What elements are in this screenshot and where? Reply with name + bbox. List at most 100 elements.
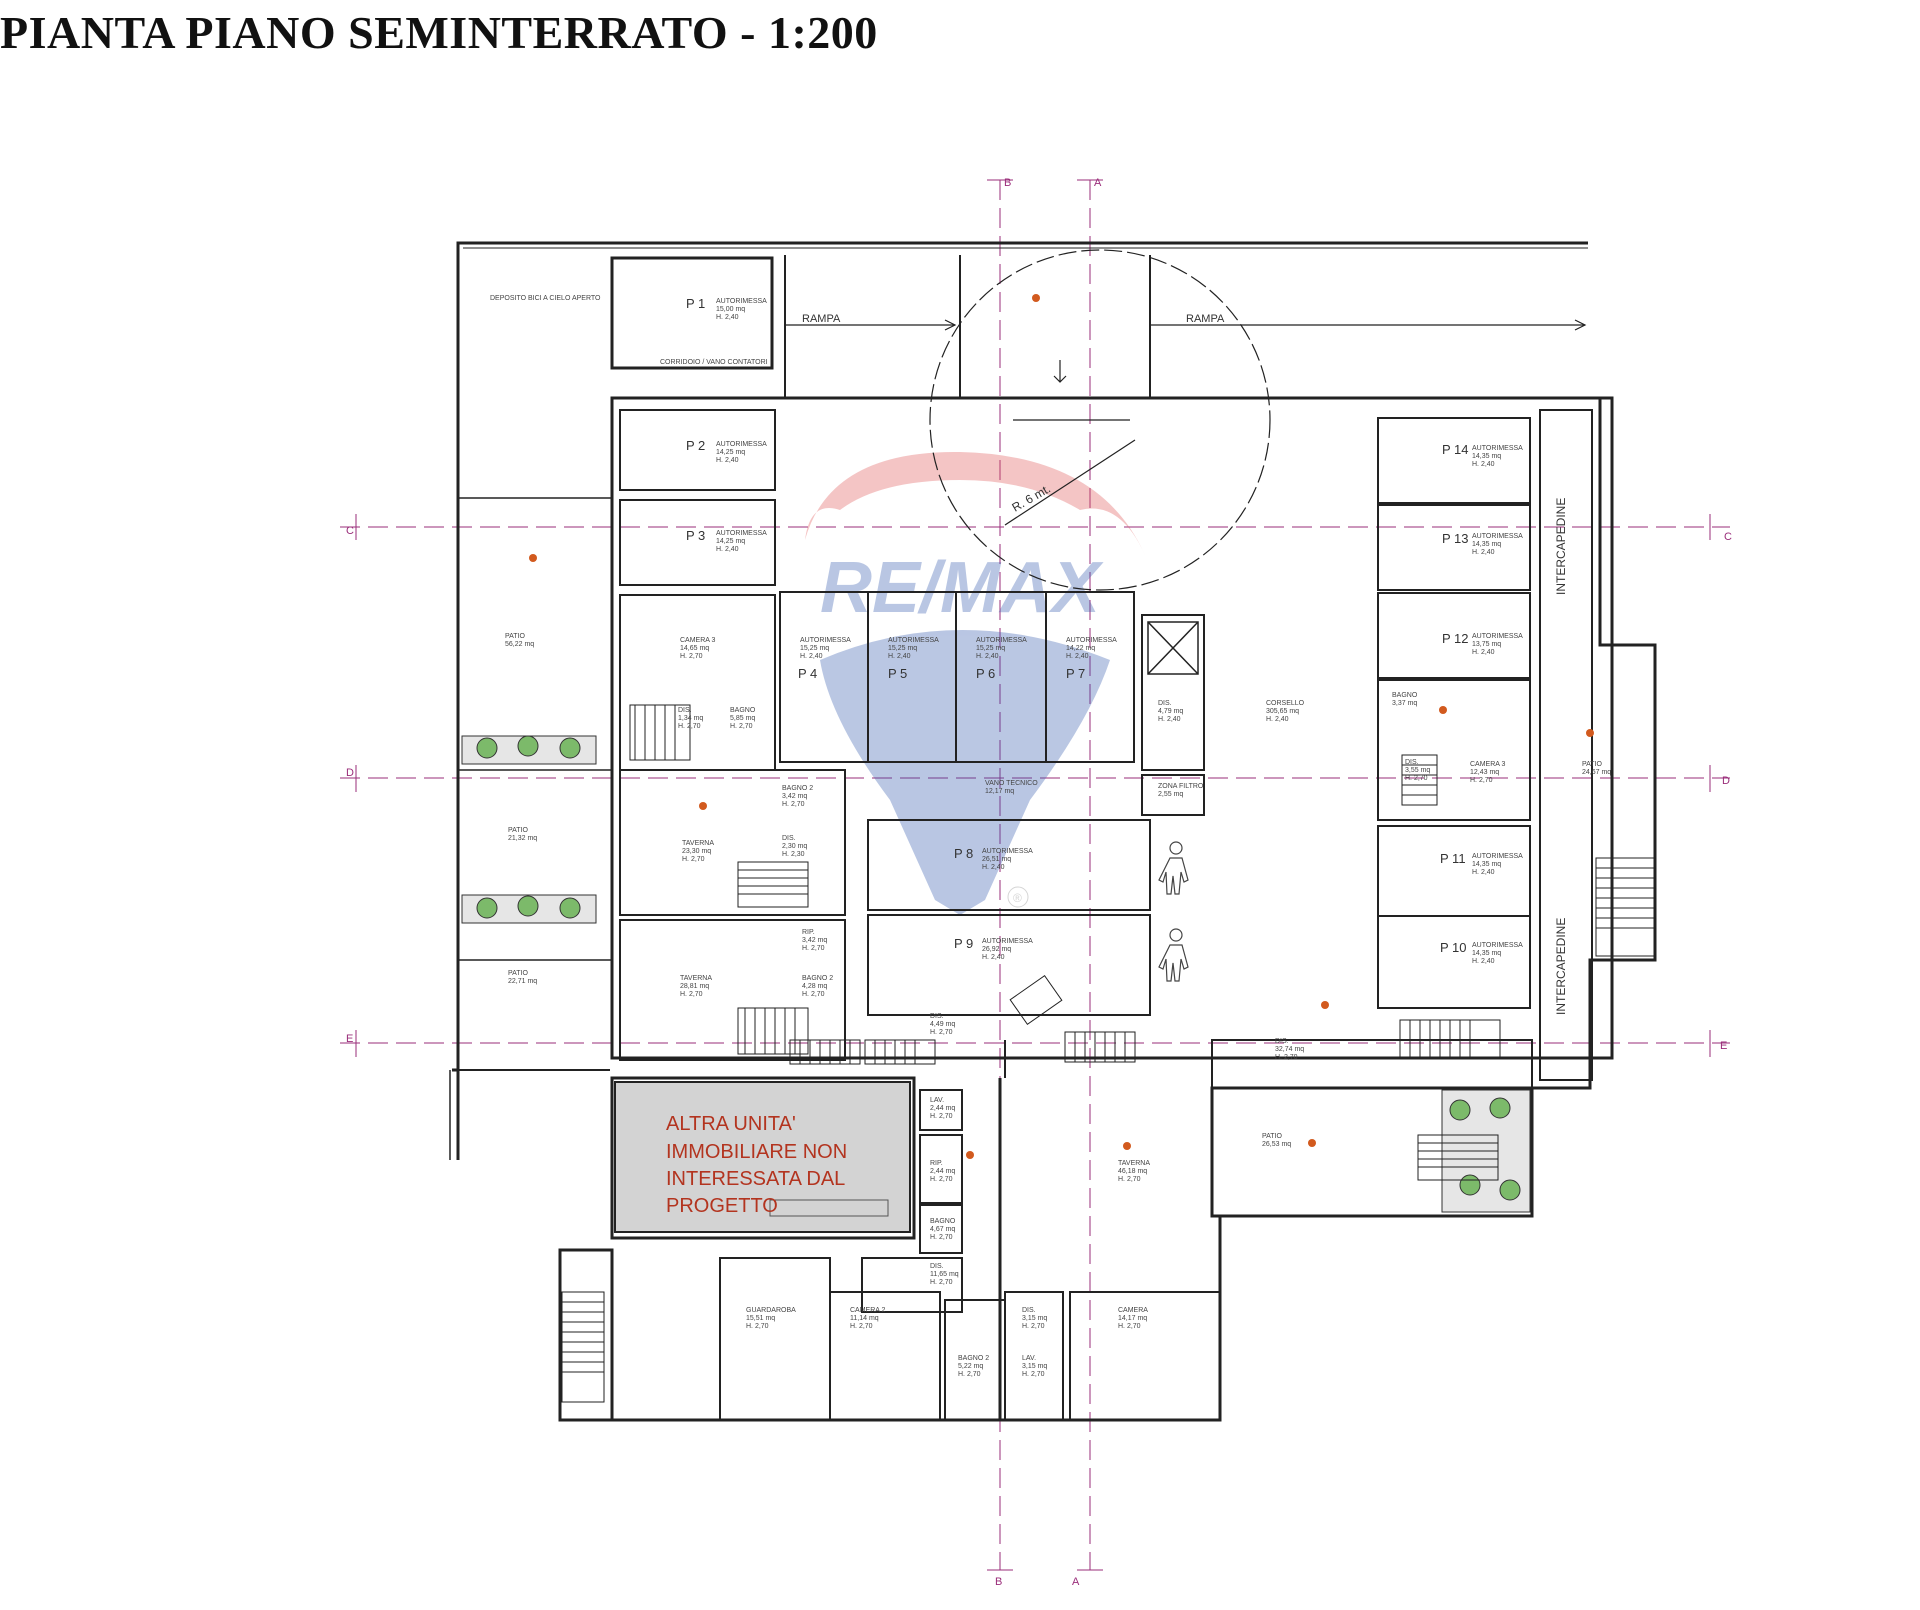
remax-text: RE/MAX [820, 548, 1104, 628]
area-patio4: 24,67 mq [1582, 769, 1611, 776]
label-patio3: PATIO [508, 970, 529, 977]
intercapedine-label-1: INTERCAPEDINE [1554, 498, 1568, 595]
h-camera1: H. 2,70 [1118, 1323, 1141, 1330]
area-p14: 14,35 mq [1472, 453, 1501, 460]
axis-e-left: E [346, 1033, 353, 1045]
area-p6: 15,25 mq [976, 645, 1005, 652]
area-lav1: 2,44 mq [930, 1105, 955, 1112]
page-title: PIANTA PIANO SEMINTERRATO - 1:200 [0, 7, 878, 58]
area-rip2: 2,44 mq [930, 1168, 955, 1175]
area-dis8: 3,15 mq [1022, 1315, 1047, 1322]
area-dis2: 2,30 mq [782, 843, 807, 850]
label-camera2: CAMERA 2 [850, 1307, 886, 1314]
h-p6: H. 2,40 [976, 653, 999, 660]
h-taverna1: H. 2,70 [682, 856, 705, 863]
h-bagno2a: H. 2,70 [782, 801, 805, 808]
label-taverna1: TAVERNA [682, 840, 714, 847]
h-p7: H. 2,40 [1066, 653, 1089, 660]
label-p2: AUTORIMESSA [716, 441, 767, 448]
label-dis5: DIS. [930, 1013, 944, 1020]
axis-a-top: A [1094, 177, 1102, 189]
label-bagno2a: BAGNO 2 [782, 785, 813, 792]
h-rip2: H. 2,70 [930, 1176, 953, 1183]
area-bagno5: 5,22 mq [958, 1363, 983, 1370]
area-camera1: 14,17 mq [1118, 1315, 1147, 1322]
h-dis2: H. 2,30 [782, 851, 805, 858]
label-taverna3: TAVERNA [1118, 1160, 1150, 1167]
area-camera3a: 14,65 mq [680, 645, 709, 652]
label-camera3b: CAMERA 3 [1470, 761, 1506, 768]
h-lav2: H. 2,70 [1022, 1371, 1045, 1378]
label-dis3: DIS. [1158, 700, 1172, 707]
h-camera3b: H. 2,70 [1470, 777, 1493, 784]
area-patio1: 56,22 mq [505, 641, 534, 648]
label-p7: AUTORIMESSA [1066, 637, 1117, 644]
label-bagno1a: BAGNO [730, 707, 756, 714]
area-bagno2a: 3,42 mq [782, 793, 807, 800]
rampa-label-2: RAMPA [1186, 313, 1225, 325]
label-p6: AUTORIMESSA [976, 637, 1027, 644]
label-dis2: DIS. [782, 835, 796, 842]
turning-circle [785, 249, 1587, 591]
label-deposito: DEPOSITO BICI A CIELO APERTO [490, 295, 601, 302]
other-unit-note-1: ALTRA UNITA' [666, 1113, 796, 1135]
level-markers [529, 294, 1594, 1159]
label-rip2: RIP. [930, 1160, 943, 1167]
h-p14: H. 2,40 [1472, 461, 1495, 468]
axis-d-left: D [346, 767, 354, 779]
h-dis1: H. 2,70 [678, 723, 701, 730]
partitions [619, 255, 1593, 1421]
label-p4: AUTORIMESSA [800, 637, 851, 644]
walls [452, 241, 1657, 1422]
area-taverna1: 23,30 mq [682, 848, 711, 855]
label-camera1: CAMERA [1118, 1307, 1148, 1314]
area-p1: 15,00 mq [716, 306, 745, 313]
label-lav1: LAV. [930, 1097, 944, 1104]
label-camera3a: CAMERA 3 [680, 637, 716, 644]
remax-watermark: RE/MAX ® [805, 451, 1145, 915]
axis-c-right: C [1724, 531, 1732, 543]
area-lav2: 3,15 mq [1022, 1363, 1047, 1370]
label-taverna2: TAVERNA [680, 975, 712, 982]
code-p6: P 6 [976, 666, 995, 681]
rampa-label-1: RAMPA [802, 313, 841, 325]
h-guardaroba: H. 2,70 [746, 1323, 769, 1330]
stairs [561, 704, 1657, 1403]
label-p5: AUTORIMESSA [888, 637, 939, 644]
label-bagno2b: BAGNO 2 [802, 975, 833, 982]
label-p9: AUTORIMESSA [982, 938, 1033, 945]
other-unit-note-4: PROGETTO [666, 1195, 778, 1217]
area-p9: 26,92 mq [982, 946, 1011, 953]
code-p14: P 14 [1442, 442, 1469, 457]
axis-b-bottom: B [995, 1576, 1002, 1588]
h-p8: H. 2,40 [982, 864, 1005, 871]
label-rip: RIP. [802, 929, 815, 936]
area-bagno2b: 4,28 mq [802, 983, 827, 990]
code-p3: P 3 [686, 528, 705, 543]
area-p11: 14,35 mq [1472, 861, 1501, 868]
area-p7: 14,22 mq [1066, 645, 1095, 652]
h-bagno4: H. 2,70 [930, 1234, 953, 1241]
area-dis5: 4,49 mq [930, 1021, 955, 1028]
h-p12: H. 2,40 [1472, 649, 1495, 656]
code-p10: P 10 [1440, 940, 1467, 955]
code-p13: P 13 [1442, 531, 1469, 546]
area-guardaroba: 15,51 mq [746, 1315, 775, 1322]
h-dis6: H. 2,70 [1275, 1054, 1298, 1061]
label-patio5: PATIO [1262, 1133, 1283, 1140]
area-patio5: 26,53 mq [1262, 1141, 1291, 1148]
area-dis6: 32,74 mq [1275, 1046, 1304, 1053]
area-bagno1a: 5,85 mq [730, 715, 755, 722]
code-p12: P 12 [1442, 631, 1469, 646]
area-p8: 26,51 mq [982, 856, 1011, 863]
area-dis1: 1,34 mq [678, 715, 703, 722]
h-dis7: H. 2,70 [930, 1279, 953, 1286]
area-corsello: 305,65 mq [1266, 708, 1299, 715]
label-guardaroba: GUARDAROBA [746, 1307, 796, 1314]
area-p10: 14,35 mq [1472, 950, 1501, 957]
area-vanotecnico: 12,17 mq [985, 788, 1014, 795]
label-p12: AUTORIMESSA [1472, 633, 1523, 640]
label-dis8: DIS. [1022, 1307, 1036, 1314]
label-bagno3: BAGNO [1392, 692, 1418, 699]
